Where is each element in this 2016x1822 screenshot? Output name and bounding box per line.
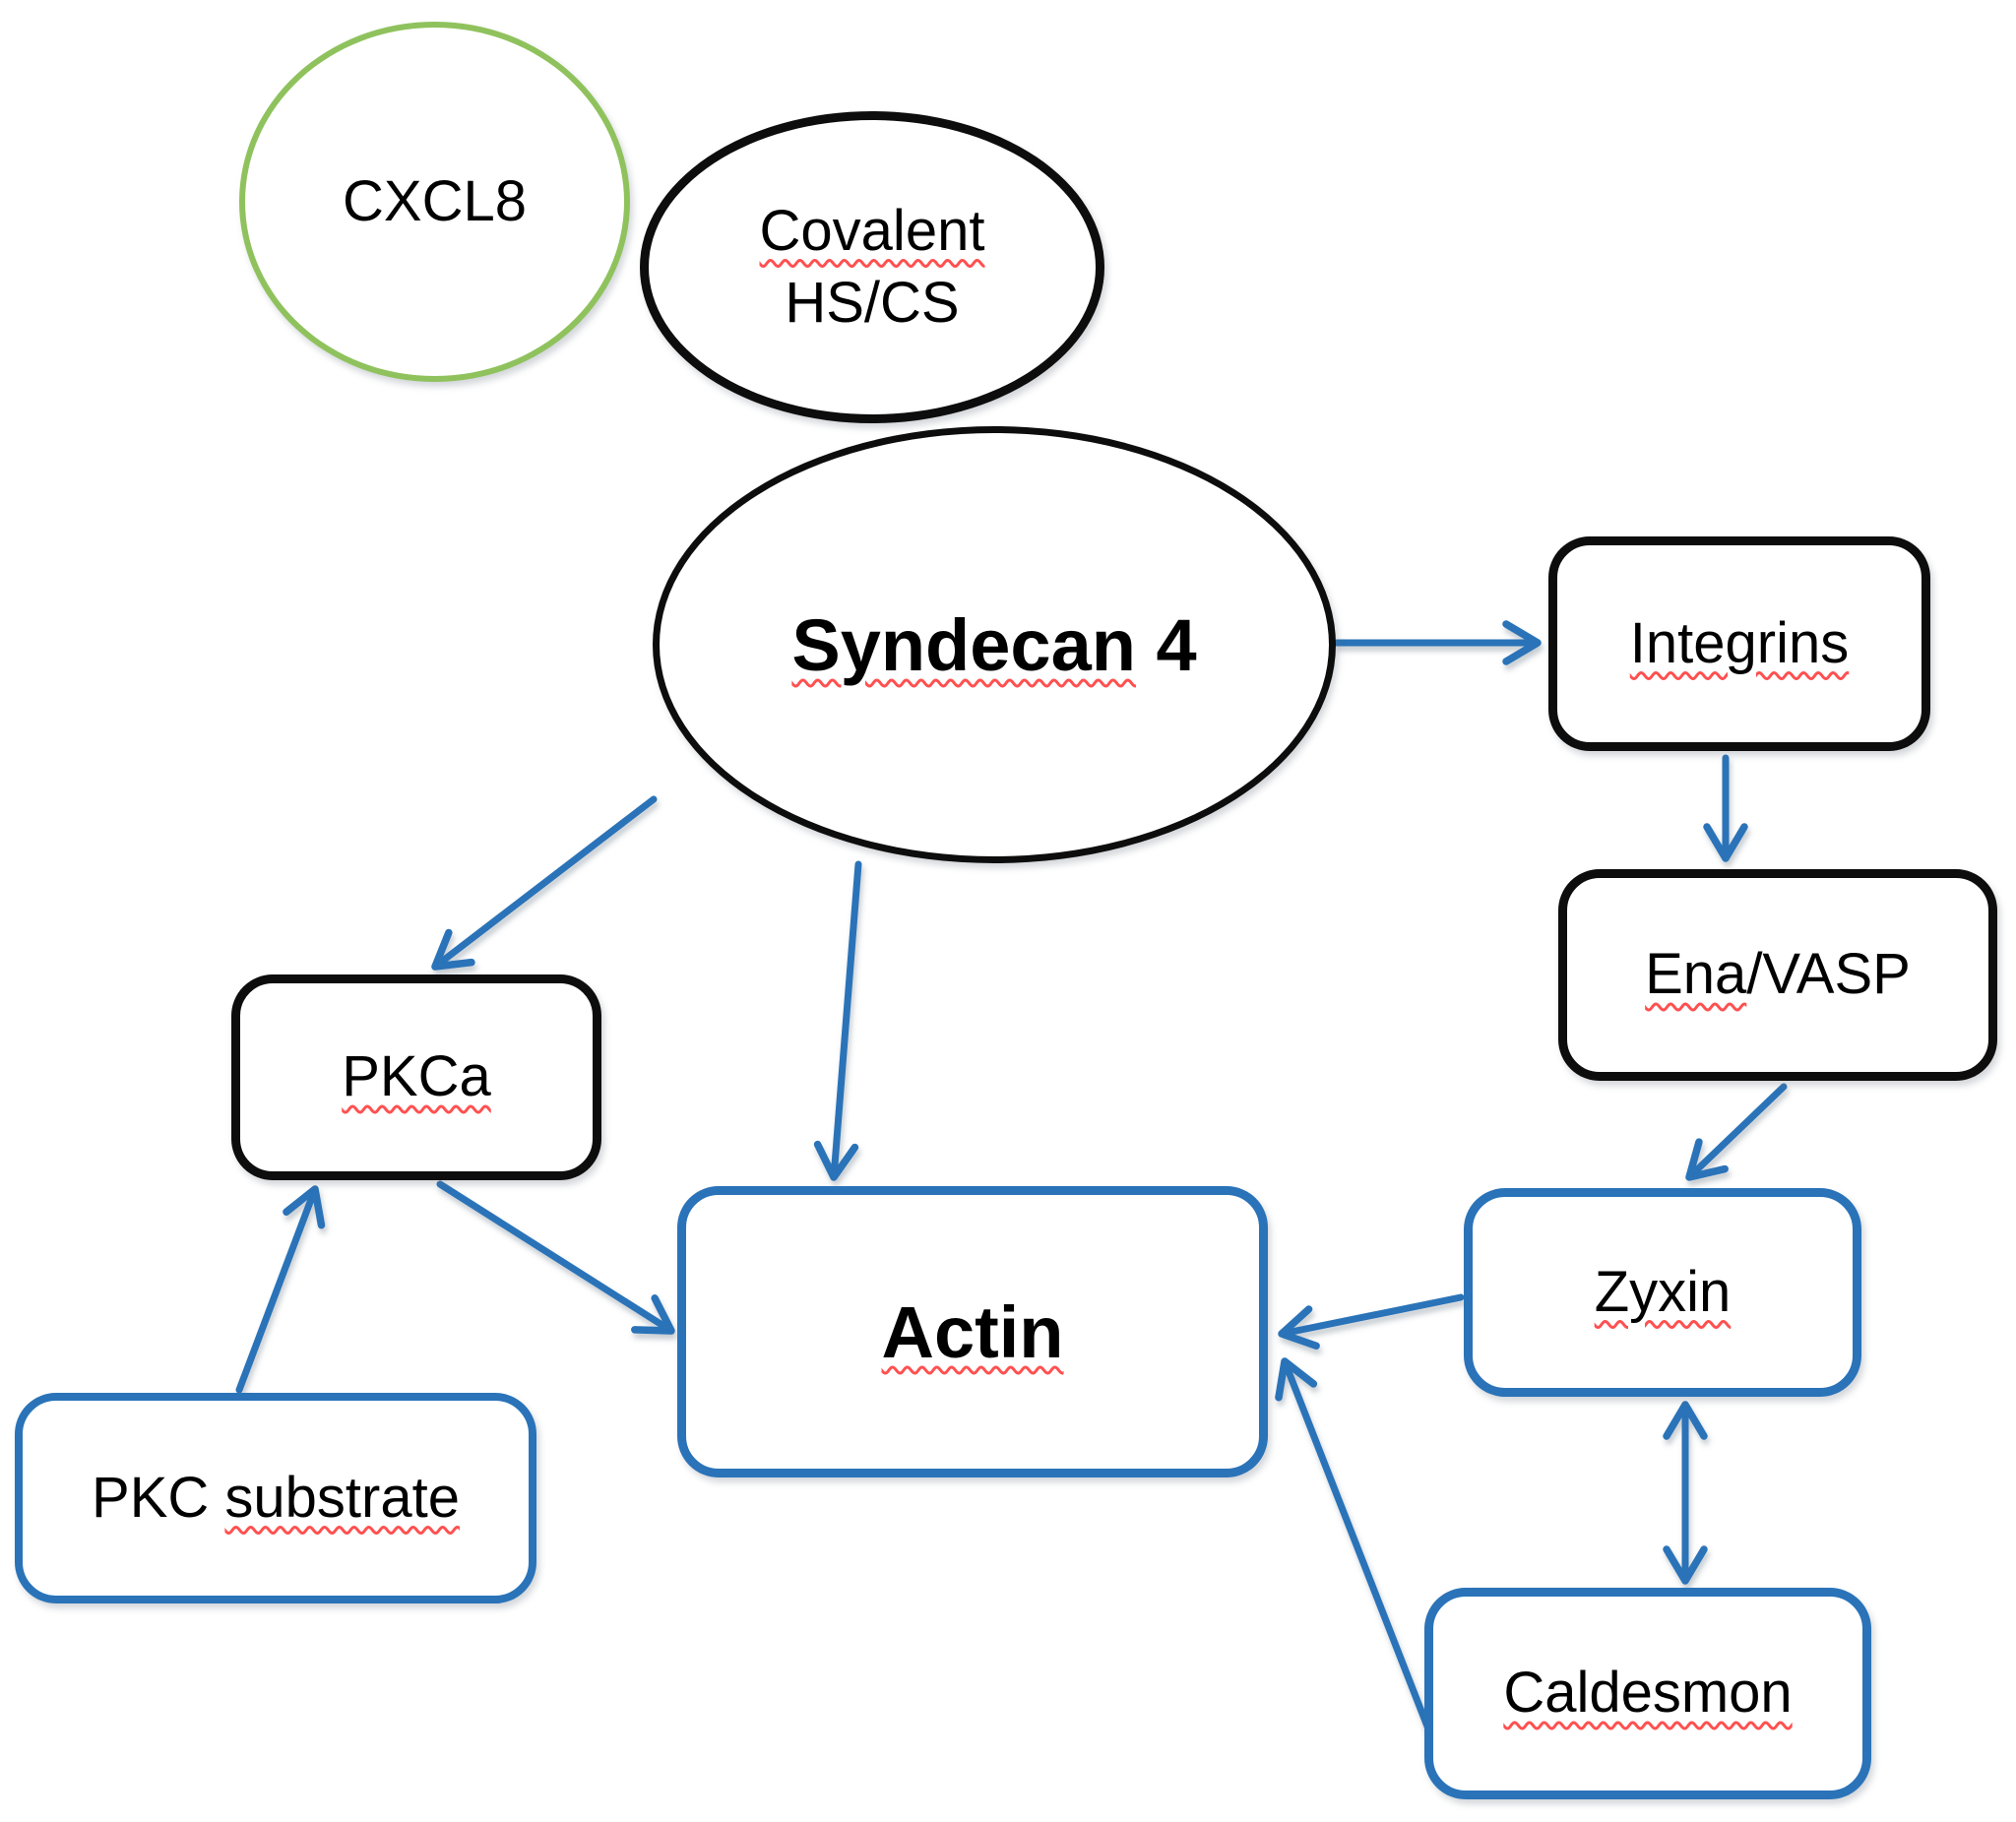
node-zyxin: Zyxin	[1464, 1188, 1861, 1397]
node-ena-vasp-rest: /VASP	[1746, 942, 1911, 1007]
node-pkc-substrate-prefix: PKC	[92, 1465, 225, 1530]
arrow-enavasp-to-zyxin	[1685, 1083, 1788, 1181]
node-ena-vasp-label: Ena/VASP	[1645, 939, 1911, 1011]
node-pkc-substrate: PKC substrate	[15, 1393, 536, 1603]
node-integrins: Integrins	[1548, 536, 1930, 751]
arrow-pkcsubstrate-to-pkca	[235, 1185, 326, 1394]
node-pkca: PKCa	[231, 974, 601, 1180]
node-caldesmon-label: Caldesmon	[1503, 1661, 1793, 1726]
node-syndecan4: Syndecan 4	[653, 426, 1336, 863]
node-pkc-substrate-main: substrate	[224, 1465, 460, 1530]
node-syndecan4-suffix: 4	[1135, 603, 1197, 686]
node-pkc-substrate-label: PKC substrate	[92, 1463, 460, 1535]
node-cxcl8: CXCL8	[239, 22, 630, 382]
node-ena-vasp: Ena/VASP	[1558, 869, 1997, 1081]
node-actin-label: Actin	[881, 1290, 1064, 1373]
node-ena-vasp-main: Ena	[1645, 942, 1747, 1007]
node-covalent-hscs: Covalent HS/CS	[640, 111, 1104, 423]
node-covalent-hscs-line1: Covalent	[759, 199, 985, 263]
node-covalent-hscs-line2: HS/CS	[785, 270, 960, 335]
node-integrins-label: Integrins	[1629, 610, 1850, 675]
arrow-pkca-to-actin	[436, 1180, 675, 1335]
arrow-syndecan4-to-pkca	[431, 795, 658, 971]
node-zyxin-label: Zyxin	[1594, 1259, 1732, 1324]
arrow-zyxin-to-actin	[1278, 1293, 1465, 1350]
node-syndecan4-name: Syndecan	[791, 603, 1136, 686]
arrow-syndecan4-to-actin	[813, 860, 862, 1181]
node-syndecan4-label: Syndecan 4	[791, 603, 1196, 687]
node-caldesmon: Caldesmon	[1424, 1588, 1871, 1799]
node-pkca-label: PKCa	[342, 1044, 491, 1109]
arrow-caldesmon-to-actin	[1275, 1357, 1451, 1781]
node-actin: Actin	[677, 1186, 1268, 1477]
node-cxcl8-label: CXCL8	[343, 168, 527, 233]
